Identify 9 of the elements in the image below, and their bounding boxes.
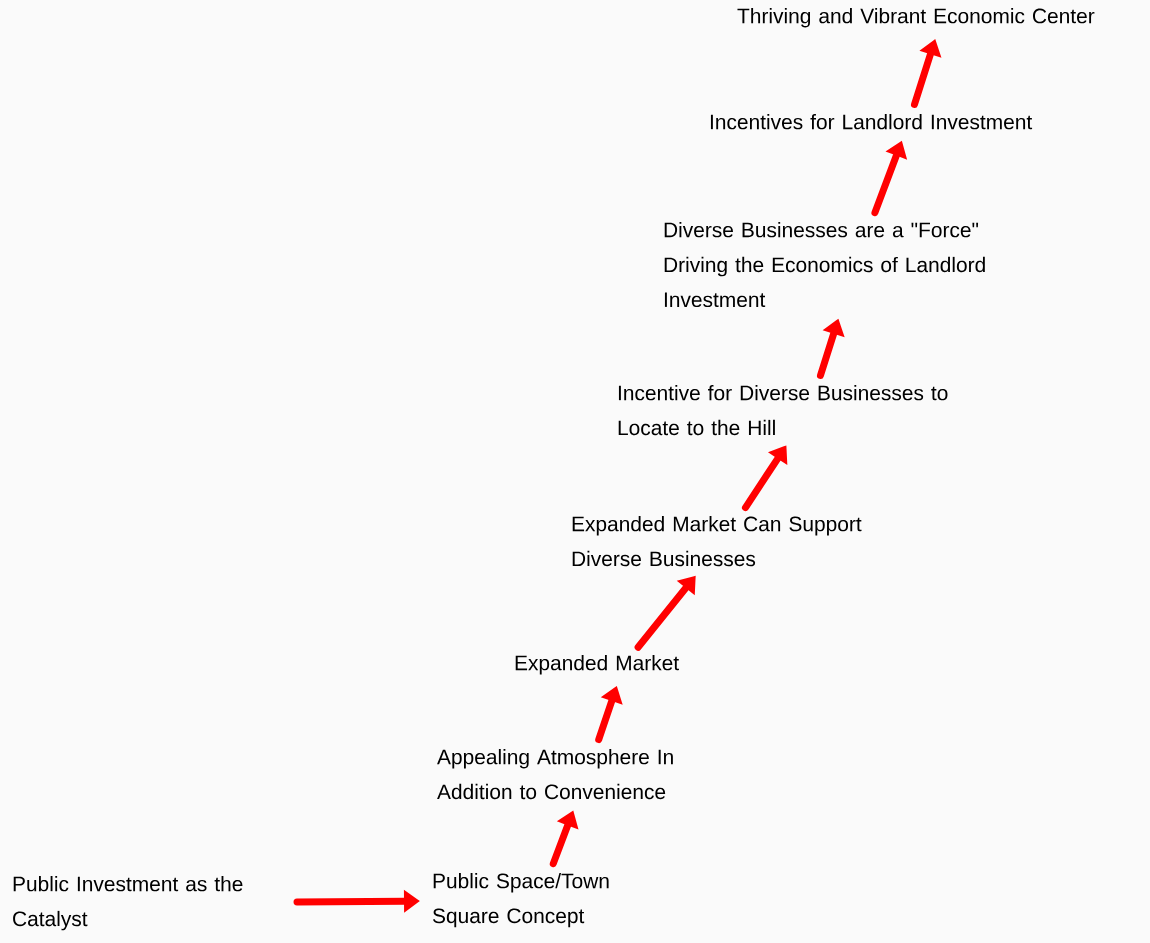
step-text: Expanded Market Can Support Diverse Businesses [572,516,862,567]
step-text: Public Space/Town Square Concept [432,873,609,928]
step-text: Diverse Businesses are a "Force" Driving the Economics of Landlord Investment [664,222,985,308]
step-text: Public Investment as the Catalyst [13,876,243,931]
step-text: Thriving and Vibrant Economic Center [737,8,1095,28]
step-text: Incentive for Diverse Businesses to Locate to the Hill [618,385,948,436]
step-text: Expanded Market [515,655,679,675]
step-text: Incentives for Landlord Investment [710,114,1033,130]
step-text: Appealing Atmosphere In Addition to Convenience [437,749,673,800]
